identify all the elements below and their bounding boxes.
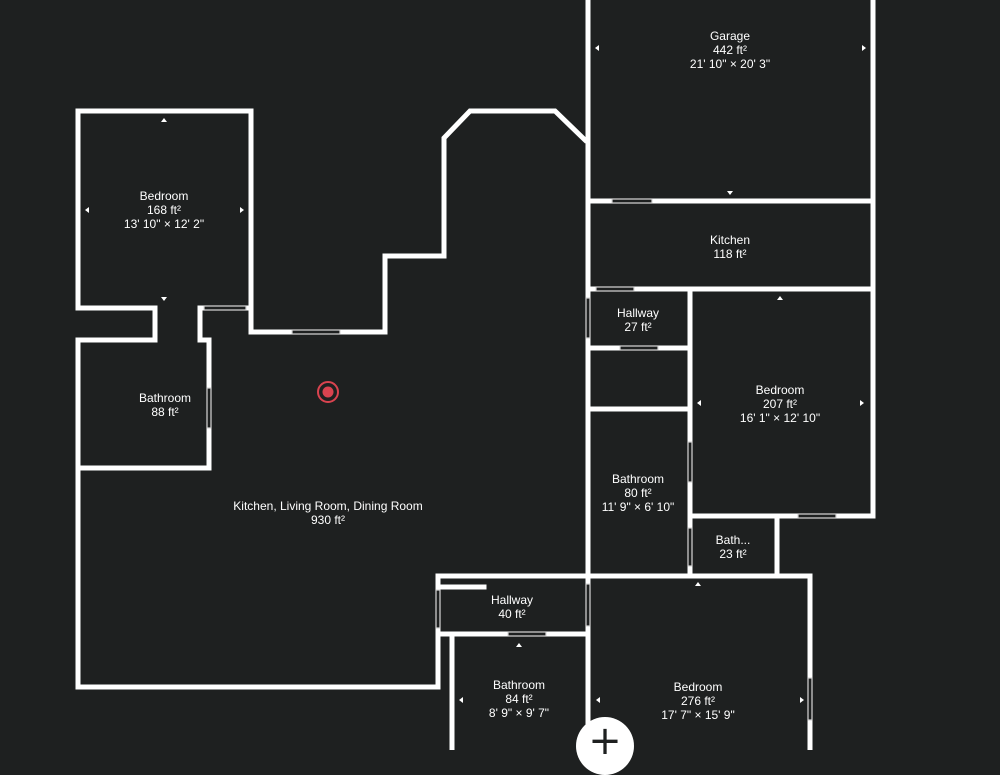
door	[611, 198, 653, 204]
floor-plan[interactable]	[0, 0, 1000, 750]
door	[807, 677, 813, 721]
room-name: Bathroom	[138, 391, 192, 405]
room-bathroom-west[interactable]: Bathroom 88 ft²	[139, 391, 191, 419]
room-area: 84 ft²	[505, 692, 533, 706]
room-dimensions: 21' 10" × 20' 3"	[689, 57, 771, 71]
room-kitchen-east[interactable]: Kitchen 118 ft²	[710, 233, 750, 261]
room-name: Bathroom	[492, 678, 546, 692]
room-dimensions: 8' 9" × 9' 7"	[488, 706, 550, 720]
arrow-right-icon	[860, 400, 864, 406]
arrow-down-icon	[161, 297, 167, 301]
room-area: 88 ft²	[151, 405, 179, 419]
room-area: 168 ft²	[146, 203, 182, 217]
room-dimensions: 16' 1" × 12' 10"	[739, 411, 821, 425]
room-great-room[interactable]: Kitchen, Living Room, Dining Room 930 ft…	[233, 499, 422, 527]
room-bathroom-center[interactable]: Bathroom 80 ft² 11' 9" × 6' 10"	[602, 472, 675, 514]
door	[619, 345, 659, 351]
room-name: Bedroom	[139, 189, 189, 203]
arrow-right-icon	[862, 45, 866, 51]
plus-icon: +	[588, 718, 622, 764]
room-area: 930 ft²	[310, 513, 346, 527]
door	[507, 631, 547, 637]
wall	[75, 305, 441, 690]
door	[585, 297, 591, 339]
arrow-up-icon	[695, 582, 701, 586]
door	[595, 286, 635, 292]
room-area: 118 ft²	[713, 247, 747, 261]
arrow-left-icon	[595, 45, 599, 51]
walls	[75, 0, 876, 750]
arrow-right-icon	[240, 207, 244, 213]
location-marker-icon[interactable]	[316, 380, 340, 404]
room-name: Kitchen	[709, 233, 751, 247]
measure-arrows	[85, 45, 866, 703]
room-area: 80 ft²	[624, 486, 652, 500]
wall	[75, 305, 212, 471]
room-area: 207 ft²	[762, 397, 798, 411]
room-hallway-upper[interactable]: Hallway 27 ft²	[617, 306, 659, 334]
room-area: 27 ft²	[624, 320, 652, 334]
arrow-up-icon	[161, 118, 167, 122]
room-name: Bathroom	[611, 472, 665, 486]
arrow-left-icon	[596, 697, 600, 703]
room-name: Bedroom	[673, 680, 723, 694]
room-bath-small[interactable]: Bath... 23 ft²	[716, 533, 751, 561]
add-button[interactable]: +	[576, 717, 634, 775]
room-bedroom-east[interactable]: Bedroom 207 ft² 16' 1" × 12' 10"	[740, 383, 820, 425]
room-name: Hallway	[490, 593, 534, 607]
door	[797, 513, 837, 519]
room-dimensions: 13' 10" × 12' 2"	[123, 217, 205, 231]
room-dimensions: 11' 9" × 6' 10"	[601, 500, 675, 514]
arrow-left-icon	[459, 697, 463, 703]
door	[206, 387, 212, 429]
room-bedroom-south[interactable]: Bedroom 276 ft² 17' 7" × 15' 9"	[661, 680, 735, 722]
room-bathroom-south[interactable]: Bathroom 84 ft² 8' 9" × 9' 7"	[489, 678, 549, 720]
arrow-left-icon	[85, 207, 89, 213]
door	[687, 441, 693, 483]
room-area: 23 ft²	[719, 547, 747, 561]
room-name: Bath...	[715, 533, 751, 547]
room-bedroom-nw[interactable]: Bedroom 168 ft² 13' 10" × 12' 2"	[124, 189, 204, 231]
arrow-down-icon	[727, 191, 733, 195]
arrow-left-icon	[697, 400, 701, 406]
room-name: Garage	[709, 29, 751, 43]
arrow-up-icon	[777, 296, 783, 300]
room-garage[interactable]: Garage 442 ft² 21' 10" × 20' 3"	[690, 29, 770, 71]
door	[203, 305, 247, 311]
room-hallway-lower[interactable]: Hallway 40 ft²	[491, 593, 533, 621]
room-name: Kitchen, Living Room, Dining Room	[233, 499, 423, 513]
room-name: Bedroom	[755, 383, 805, 397]
room-area: 40 ft²	[498, 607, 526, 621]
room-name: Hallway	[616, 306, 660, 320]
wall	[248, 108, 589, 335]
room-area: 442 ft²	[712, 43, 748, 57]
arrow-up-icon	[516, 643, 522, 647]
door	[291, 329, 341, 335]
room-area: 276 ft²	[680, 694, 716, 708]
door	[585, 583, 591, 627]
room-dimensions: 17' 7" × 15' 9"	[661, 708, 735, 722]
arrow-right-icon	[800, 697, 804, 703]
doors	[203, 198, 837, 721]
door	[435, 589, 441, 629]
door	[687, 527, 693, 567]
